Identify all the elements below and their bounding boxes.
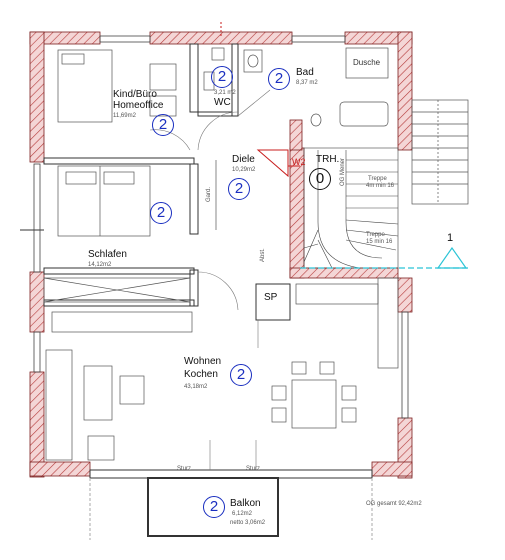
gard-label: Gard. xyxy=(206,186,212,202)
room-dusche-name: Dusche xyxy=(353,58,381,67)
room-schlafen-name: Schlafen xyxy=(88,249,127,260)
room-wc-name: WC xyxy=(214,97,231,108)
room-wohnen-area: 43,18m2 xyxy=(184,384,208,390)
room-wohnen-name-1: Wohnen xyxy=(184,356,222,367)
room-balkon-name: Balkon xyxy=(230,498,261,509)
room-diele-area: 10,29m2 xyxy=(232,167,256,173)
treppe-lower-sub: 15 min 16 xyxy=(366,239,393,245)
floor-number-kind: 2 xyxy=(152,114,174,136)
door-swings xyxy=(149,89,271,470)
room-wohnen-name-2: Kochen xyxy=(184,369,218,380)
section-marker xyxy=(300,246,470,269)
floor-number-diele: 2 xyxy=(228,178,250,200)
wall-stair-left xyxy=(289,147,305,279)
interior-walls xyxy=(20,43,291,321)
wall-left xyxy=(29,31,45,163)
wall-stair-bottom xyxy=(289,267,399,279)
room-balkon-area: 6,12m2 xyxy=(232,511,253,517)
floor-number-wc: 2 xyxy=(211,66,233,88)
wall-right-top xyxy=(397,31,413,151)
floor-number-bad: 2 xyxy=(268,68,290,90)
floor-number-balkon: 2 xyxy=(203,496,225,518)
total-area-label: OG gesamt 92,42m2 xyxy=(366,501,422,507)
wall-right-mid xyxy=(397,277,413,313)
sturz-right-label: Sturz xyxy=(246,466,261,472)
staircase xyxy=(303,147,399,269)
room-schlafen-area: 14,12m2 xyxy=(88,262,112,268)
wall-bottom-right xyxy=(371,461,413,477)
wall-bath-corner xyxy=(289,119,303,151)
room-kind-area: 11,69m2 xyxy=(113,113,136,119)
treppe-upper-sub: 4m min 16 xyxy=(366,183,395,189)
floor-number-wohnen: 2 xyxy=(230,364,252,386)
floor-number-schlafen: 2 xyxy=(150,202,172,224)
og-mener-label: OG Mener xyxy=(340,157,346,186)
trh-number: 0 xyxy=(309,168,331,190)
w2-marker xyxy=(220,22,300,178)
abst-label: Abst. xyxy=(260,248,266,262)
trh-label: TRH. xyxy=(316,154,340,165)
balcony xyxy=(89,469,373,540)
wall-left-low xyxy=(29,371,45,478)
treppe-lower-label: Treppe xyxy=(366,232,385,238)
sturz-left-label: Sturz xyxy=(177,466,192,472)
room-balkon-net: netto 3,06m2 xyxy=(230,520,266,526)
wall-top-middle xyxy=(149,31,293,45)
room-kind-name-2: Homeoffice xyxy=(113,100,164,111)
wall-left-mid xyxy=(29,271,45,333)
room-kind-name-1: Kind/Büro xyxy=(113,89,157,100)
room-bad-name: Bad xyxy=(296,67,314,78)
room-bad-area: 8,37 m2 xyxy=(296,80,318,86)
exterior-steps xyxy=(411,99,469,205)
room-wc-area: 3,21 m2 xyxy=(214,90,236,96)
wall-bottom-left xyxy=(29,461,91,477)
windows xyxy=(33,35,409,419)
treppe-upper-label: Treppe xyxy=(368,176,387,182)
furniture xyxy=(43,47,399,461)
w2-label: W2 xyxy=(292,157,306,167)
sp-label: SP xyxy=(264,292,278,303)
section-mark-label: 1 xyxy=(447,232,454,244)
room-diele-name: Diele xyxy=(232,154,255,165)
